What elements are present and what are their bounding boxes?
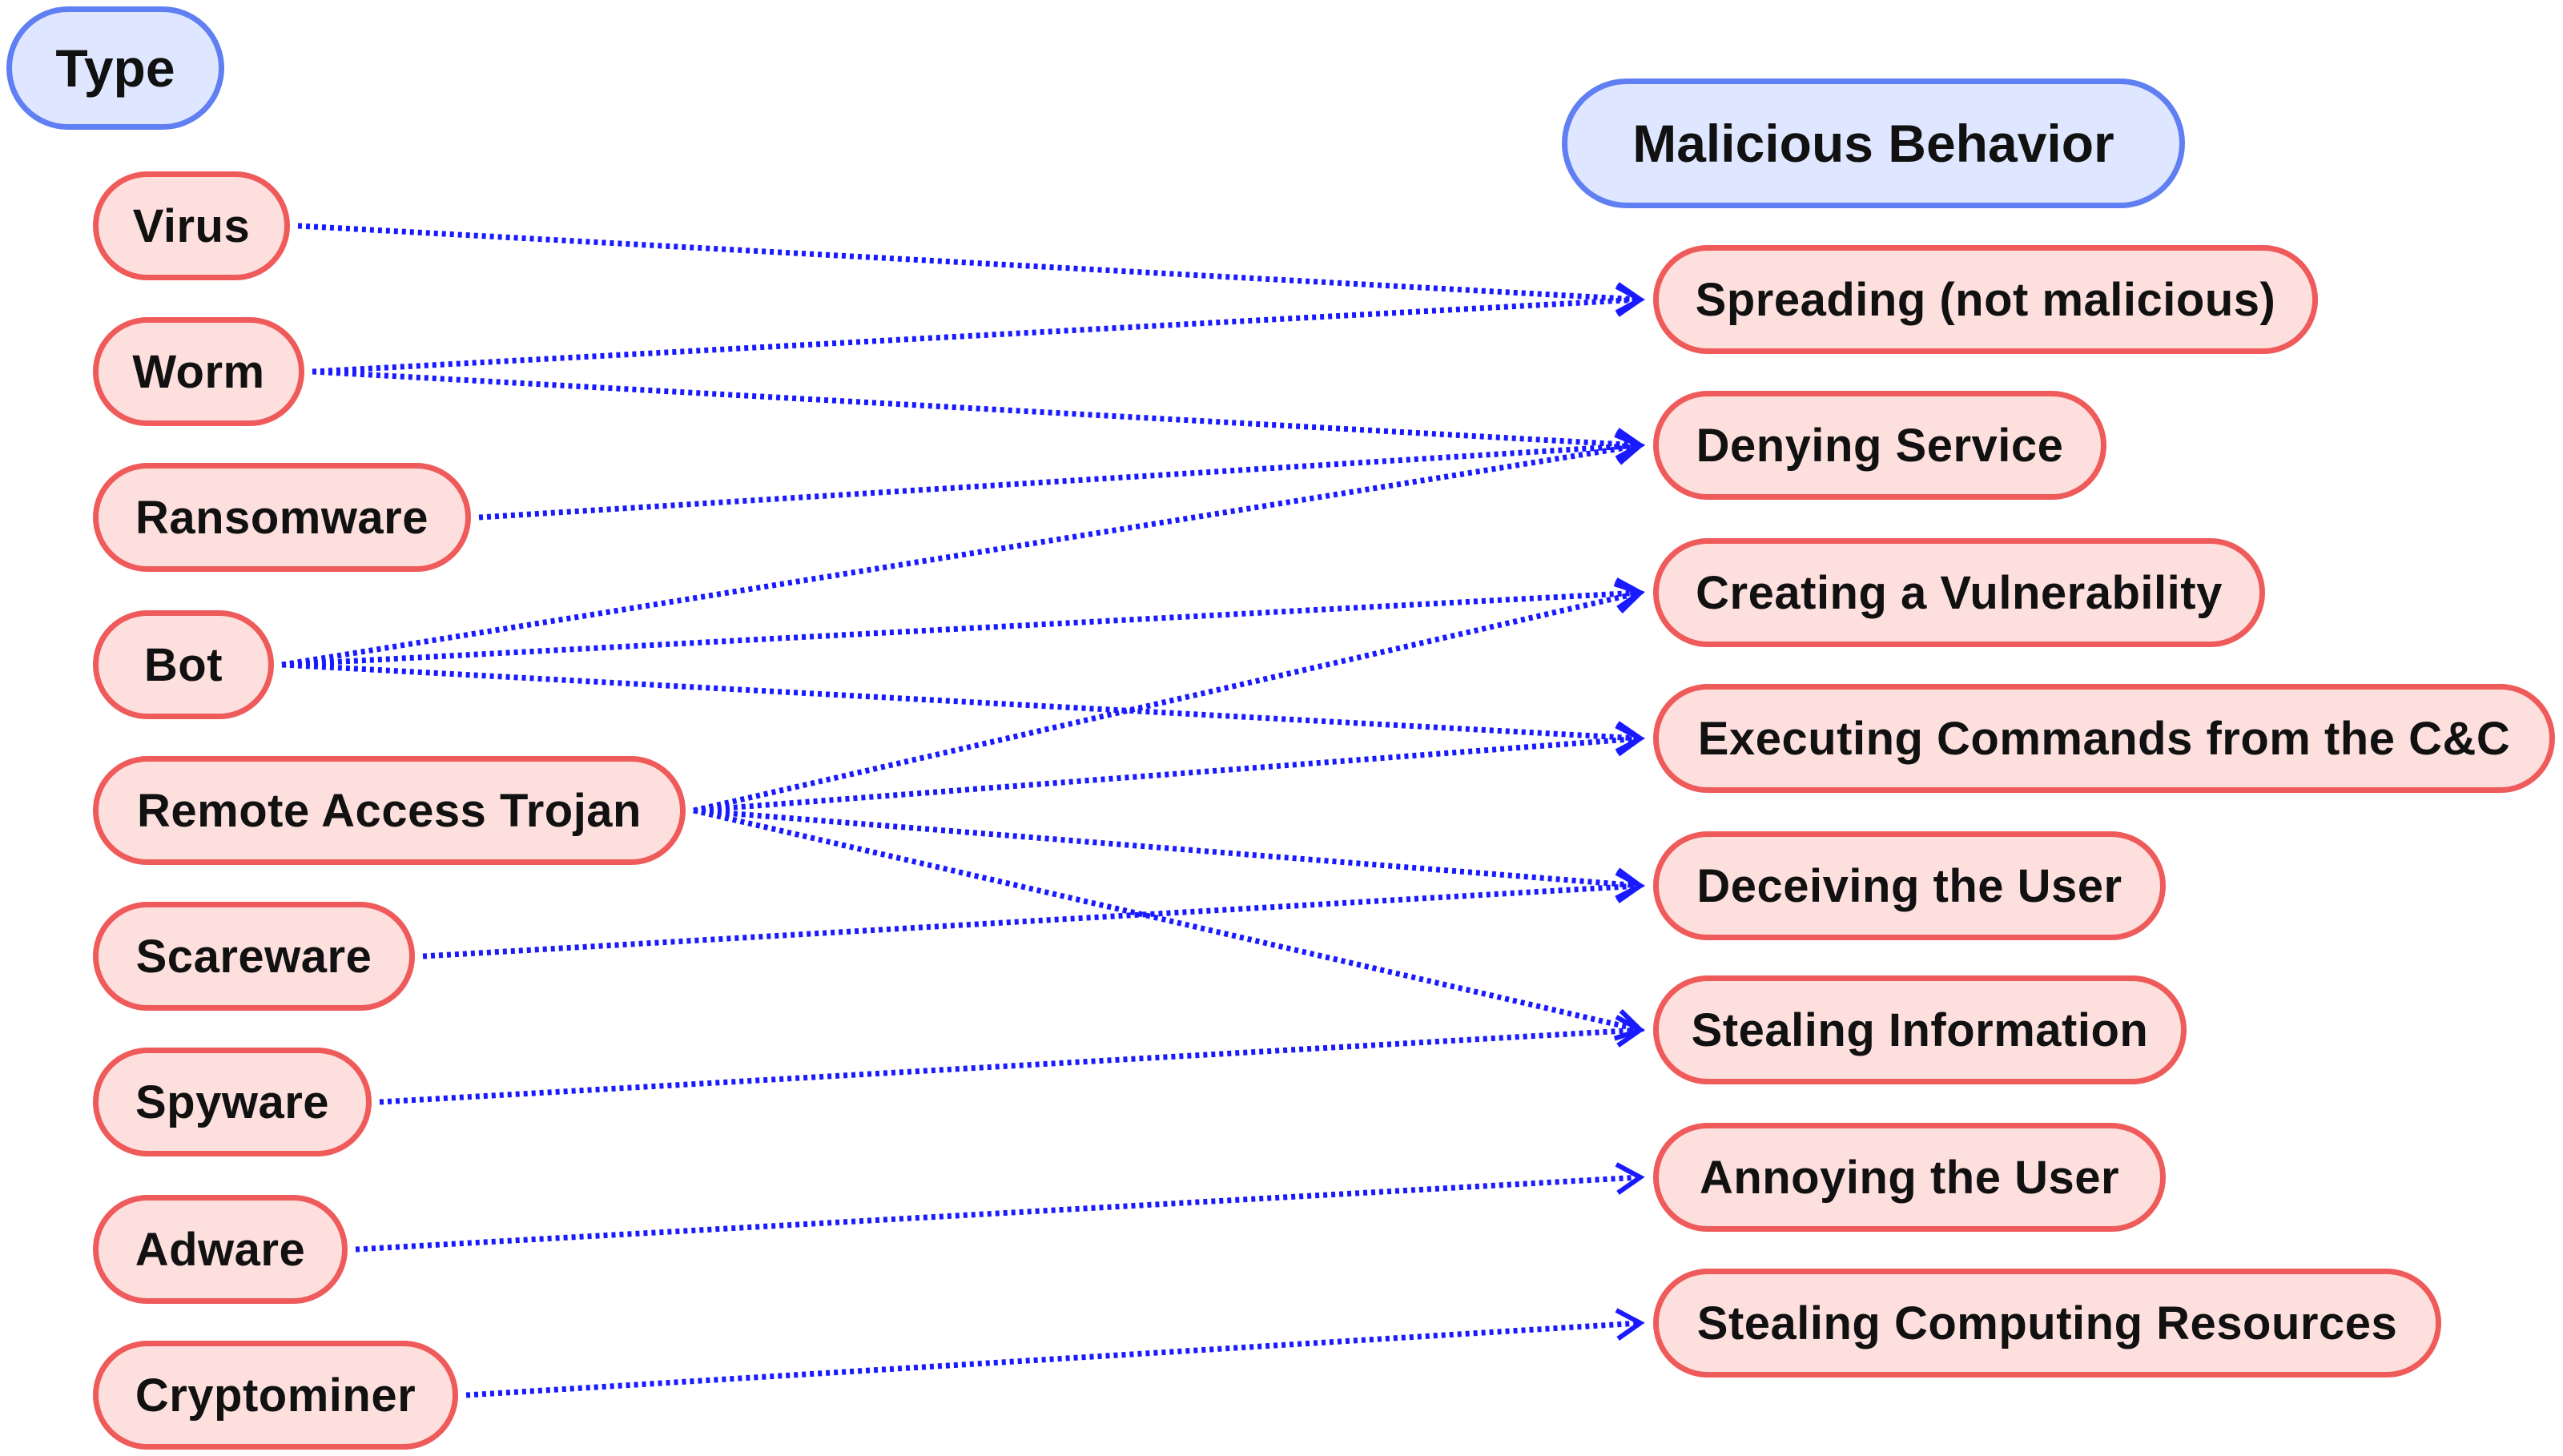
arrowhead-scareware-to-deceiving-the-user bbox=[1615, 871, 1645, 903]
arrowhead-remote-access-trojan-to-creating-a-vulnerability bbox=[1613, 581, 1645, 613]
type-node-worm: Worm bbox=[93, 317, 304, 426]
type-node-adware: Adware bbox=[93, 1195, 348, 1304]
behavior-node-denying-service: Denying Service bbox=[1653, 391, 2106, 500]
edge-ransomware-to-denying-service bbox=[478, 442, 1641, 521]
arrowhead-cryptominer-to-stealing-computing-resources bbox=[1615, 1308, 1645, 1341]
arrowhead-remote-access-trojan-to-executing-commands-from-the-c-c bbox=[1615, 723, 1645, 757]
type-node-ransomware: Ransomware bbox=[93, 463, 471, 572]
behavior-node-deceiving-user: Deceiving the User bbox=[1653, 831, 2166, 940]
type-node-remote-access-trojan: Remote Access Trojan bbox=[93, 756, 686, 865]
edge-bot-to-creating-a-vulnerability bbox=[281, 589, 1641, 668]
type-node-scareware: Scareware bbox=[93, 902, 415, 1011]
edge-worm-to-denying-service bbox=[312, 368, 1641, 448]
edge-remote-access-trojan-to-executing-commands-from-the-c-c bbox=[693, 735, 1641, 814]
edge-remote-access-trojan-to-creating-a-vulnerability bbox=[693, 589, 1641, 814]
behavior-node-creating-vulnerability: Creating a Vulnerability bbox=[1653, 538, 2265, 647]
edge-worm-to-spreading-not-malicious bbox=[312, 296, 1641, 375]
arrowhead-adware-to-annoying-the-user bbox=[1615, 1162, 1645, 1195]
edge-cryptominer-to-stealing-computing-resources bbox=[465, 1320, 1641, 1398]
arrowhead-spyware-to-stealing-information bbox=[1615, 1015, 1645, 1048]
edge-scareware-to-deceiving-the-user bbox=[422, 883, 1641, 959]
type-node-cryptominer: Cryptominer bbox=[93, 1341, 458, 1450]
type-header: Type bbox=[6, 6, 224, 130]
type-node-bot: Bot bbox=[93, 610, 274, 719]
type-node-spyware: Spyware bbox=[93, 1048, 372, 1156]
edge-adware-to-annoying-the-user bbox=[355, 1174, 1641, 1253]
behavior-node-executing-commands: Executing Commands from the C&C bbox=[1653, 684, 2555, 793]
behavior-node-stealing-computing-resources: Stealing Computing Resources bbox=[1653, 1269, 2441, 1378]
edge-bot-to-denying-service bbox=[281, 442, 1641, 668]
arrowhead-bot-to-denying-service bbox=[1614, 432, 1645, 465]
edge-spyware-to-stealing-information bbox=[379, 1027, 1641, 1105]
behavior-node-spreading: Spreading (not malicious) bbox=[1653, 245, 2318, 354]
edge-remote-access-trojan-to-stealing-information bbox=[693, 807, 1641, 1033]
edge-bot-to-executing-commands-from-the-c-c bbox=[281, 662, 1641, 742]
type-node-virus: Virus bbox=[93, 171, 290, 280]
behavior-node-stealing-information: Stealing Information bbox=[1653, 975, 2187, 1084]
behavior-node-annoying-user: Annoying the User bbox=[1653, 1123, 2166, 1232]
malicious-behavior-header: Malicious Behavior bbox=[1562, 78, 2185, 208]
edge-remote-access-trojan-to-deceiving-the-user bbox=[693, 807, 1641, 889]
arrowhead-worm-to-spreading-not-malicious bbox=[1615, 284, 1645, 317]
edge-virus-to-spreading-not-malicious bbox=[297, 223, 1641, 303]
